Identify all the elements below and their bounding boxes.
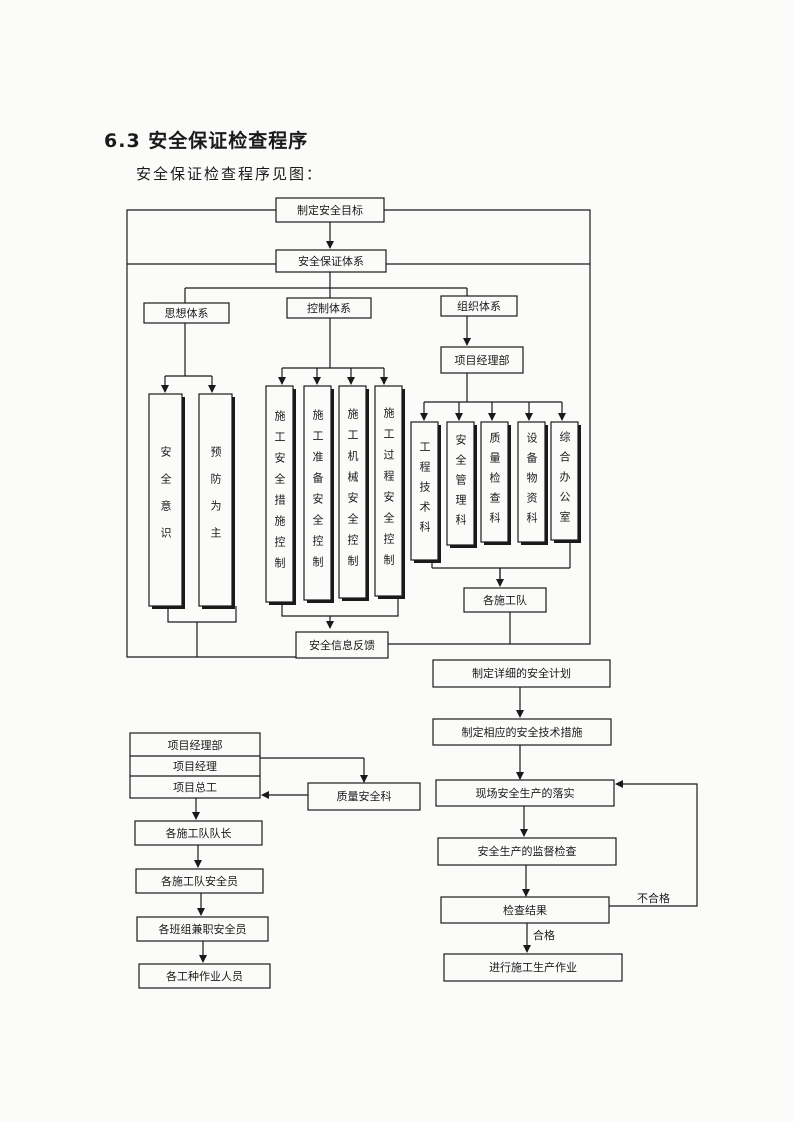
page-heading: 6.3 安全保证检查程序 [104,130,309,152]
org-chief-label: 项目总工 [173,780,217,794]
col-dept-2 [446,421,475,546]
col-ctrl-3 [338,385,367,599]
ctrl-2-label: 施工准备安全控制 [311,409,324,577]
group-box [136,916,269,942]
thought-label: 思想体系 [164,306,209,320]
org-pm-label: 项目经理 [173,759,217,773]
col-dept-4 [517,421,546,543]
col-prevention [198,393,233,607]
feedback-box [295,631,389,659]
col-ctrl-2 [303,385,332,601]
intro-text: 安全保证检查程序见图： [136,165,324,183]
measures-box [432,718,612,746]
leader-label: 各施工队队长 [165,826,232,840]
pm-box [440,346,524,374]
supervise-box [437,837,617,866]
fail-loop-arrow [609,780,698,907]
thought-branch-lines [165,323,212,377]
officer-label: 各施工队安全员 [161,874,238,888]
dept-5-label: 综合办公室 [558,431,571,531]
pm-branch-lines [424,373,562,403]
system-label: 安全保证体系 [298,254,364,268]
supervise-label: 安全生产的监督检查 [477,845,577,858]
pm-stack-box [129,732,261,799]
dept-2-label: 安全管理科 [454,433,467,534]
pass-label: 合格 [533,929,555,942]
implement-label: 现场安全生产的落实 [475,786,575,800]
qsd-box [307,782,421,811]
officer-box [135,868,264,894]
thought-merge-line [167,606,237,623]
teams-box [463,587,547,613]
col-dept-5 [550,421,579,541]
dept-3-label: 质量检查科 [488,432,501,532]
dept-4-label: 设备物资科 [525,432,538,532]
control-label: 控制体系 [307,301,351,315]
ctrl-4-label: 施工过程安全控制 [382,407,395,575]
workers-box [138,963,271,989]
ctrl-3-label: 施工机械安全控制 [346,408,359,576]
org-pm-dept-label: 项目经理部 [167,739,223,752]
result-label: 检查结果 [503,903,547,917]
safety-awareness-label: 安全意识 [159,446,172,554]
col-ctrl-1 [265,385,294,603]
system-box [275,249,387,273]
prevention-label: 预防为主 [209,446,222,554]
plan-label: 制定详细的安全计划 [472,667,571,680]
control-branch-lines [282,318,384,369]
col-dept-1 [410,421,439,561]
control-box [286,297,372,319]
dept-1-label: 工程技术科 [418,441,431,541]
col-dept-3 [480,421,509,543]
control-merge-line [281,598,399,617]
dept-merge-lines [431,542,571,585]
thought-box [143,302,230,324]
qsd-label: 质量安全科 [336,790,392,803]
proceed-label: 进行施工生产作业 [489,961,577,974]
feedback-label: 安全信息反馈 [309,638,375,652]
implement-box [435,779,615,807]
leader-box [134,820,263,846]
pm-label: 项目经理部 [454,353,510,367]
plan-box [432,659,611,688]
workers-label: 各工种作业人员 [166,969,243,983]
org-label: 组织体系 [457,299,501,313]
outer-frame-left [126,209,296,658]
system-branch-lines [184,272,468,303]
goal-label: 制定安全目标 [297,203,363,217]
measures-label: 制定相应的安全技术措施 [461,725,583,739]
fail-label: 不合格 [637,892,670,905]
org-box [440,295,518,317]
col-safety-awareness [148,393,183,607]
proceed-box [443,953,623,982]
ctrl-1-label: 施工安全措施控制 [273,410,286,578]
outer-frame-right [384,209,591,645]
teams-label: 各施工队 [483,593,527,607]
goal-box [275,197,385,223]
group-label: 各班组兼职安全员 [158,922,247,936]
col-ctrl-4 [374,385,403,597]
result-box [440,896,610,924]
